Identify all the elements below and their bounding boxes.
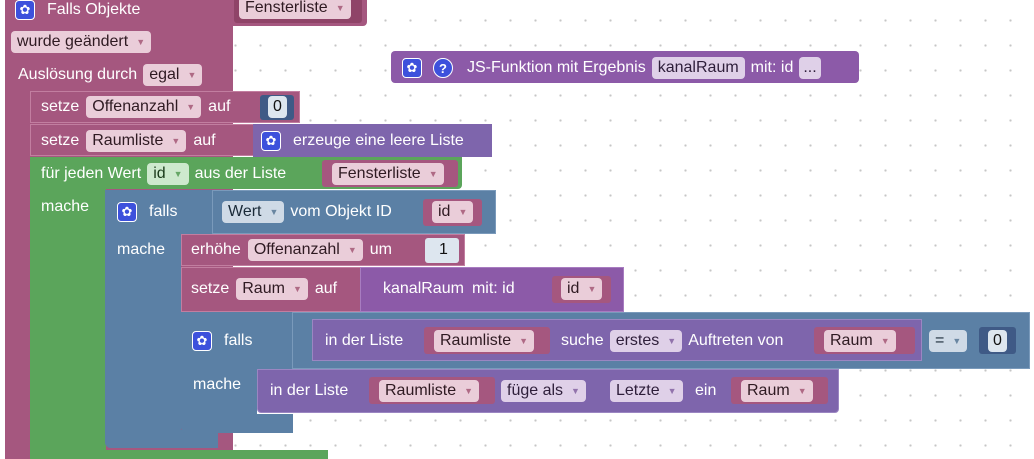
call-function-params: mit: id [471,280,515,297]
chevron-down-icon: ▼ [136,37,146,47]
foreach-list-dropdown[interactable]: Fensterliste▼ [332,163,444,185]
property-dropdown[interactable]: Wert▼ [222,201,285,223]
create-empty-list-label: erzeuge eine leere Liste [293,132,464,149]
gear-icon[interactable]: ✿ [192,331,212,351]
js-function-label: JS-Funktion mit Ergebnis [467,59,646,76]
chevron-down-icon: ▼ [269,207,279,217]
foreach-block[interactable] [30,157,106,459]
trigger-by-label: Auslösung durch [18,66,138,83]
increment-var-dropdown[interactable]: Offenanzahl▼ [247,239,363,261]
set-keyword: setze [41,98,80,115]
search-list-dropdown[interactable]: Raumliste▼ [434,330,535,352]
offenanzahl-value-input[interactable]: 0 [268,96,287,118]
chevron-down-icon: ▼ [187,70,197,80]
raumliste-var-dropdown[interactable]: Raumliste▼ [86,130,187,152]
to-keyword: auf [208,98,231,115]
if-block-footer [105,430,218,448]
gear-icon[interactable]: ✿ [15,0,35,20]
increment-value-input[interactable]: 1 [434,239,453,261]
increment-keyword: erhöhe [191,241,241,258]
foreach-from-label: aus der Liste [194,165,287,182]
object-id-dropdown[interactable]: id▼ [432,201,474,223]
chevron-down-icon: ▼ [667,386,677,396]
create-empty-list-block[interactable] [253,124,492,157]
chevron-down-icon: ▼ [587,284,597,294]
chevron-down-icon: ▼ [952,336,962,346]
insert-position-dropdown[interactable]: Letzte▼ [610,380,683,402]
trigger-object-list-dropdown[interactable]: Fensterliste▼ [239,0,351,19]
gear-icon[interactable]: ✿ [117,202,137,222]
if-do-label: mache [193,376,242,393]
in-list-label: in der Liste [325,332,404,349]
chevron-down-icon: ▼ [797,386,807,396]
insert-list-dropdown[interactable]: Raumliste▼ [379,380,480,402]
chevron-down-icon: ▼ [335,3,345,13]
to-keyword: auf [193,132,216,149]
if-inner-footer [181,414,293,433]
chevron-down-icon: ▼ [667,336,677,346]
search-label: suche [561,332,604,349]
chevron-down-icon: ▼ [880,336,890,346]
occurrence-label: Auftreten von [688,332,784,349]
compare-value-input[interactable]: 0 [988,330,1007,352]
increment-by-label: um [369,241,392,258]
chevron-down-icon: ▼ [571,386,580,396]
call-arg-dropdown[interactable]: id▼ [561,278,603,300]
if-keyword: falls [149,203,178,220]
insert-mode-dropdown[interactable]: füge als▼ [501,380,586,402]
gear-icon[interactable]: ✿ [261,131,281,151]
set-keyword: setze [41,132,80,149]
chevron-down-icon: ▼ [464,386,474,396]
raum-var-dropdown[interactable]: Raum▼ [236,278,308,300]
chevron-down-icon: ▼ [173,169,183,179]
trigger-by-dropdown[interactable]: egal▼ [143,64,203,86]
set-keyword: setze [191,280,230,297]
foreach-var-dropdown[interactable]: id▼ [147,163,189,185]
chevron-down-icon: ▼ [428,169,438,179]
trigger-title: Falls Objekte [47,1,141,18]
chevron-down-icon: ▼ [292,284,302,294]
of-object-label: vom Objekt ID [290,203,392,220]
js-function-params: mit: id [750,59,794,76]
insert-item-dropdown[interactable]: Raum▼ [741,380,813,402]
foreach-label: für jeden Wert [41,165,142,182]
help-icon[interactable]: ? [433,58,453,78]
insert-in-list-label: in der Liste [270,382,349,399]
if-keyword: falls [224,332,253,349]
occurrence-dropdown[interactable]: erstes▼ [609,330,683,352]
chevron-down-icon: ▼ [186,102,196,112]
foreach-do-label: mache [41,198,90,215]
foreach-footer [30,450,328,459]
chevron-down-icon: ▼ [171,136,181,146]
if-do-label: mache [117,241,166,258]
call-function-name: kanalRaum [383,280,464,297]
compare-operator-dropdown[interactable]: =▼ [929,330,968,352]
js-function-block[interactable] [391,51,859,83]
chevron-down-icon: ▼ [458,207,468,217]
gear-icon[interactable]: ✿ [402,58,422,78]
to-keyword: auf [314,280,338,297]
js-function-more-button[interactable]: ... [799,57,821,79]
js-function-name-field[interactable]: kanalRaum [651,57,745,79]
trigger-event-dropdown[interactable]: wurde geändert▼ [11,31,152,53]
chevron-down-icon: ▼ [347,245,357,255]
offenanzahl-var-dropdown[interactable]: Offenanzahl▼ [86,96,202,118]
chevron-down-icon: ▼ [519,336,529,346]
insert-suffix: ein [695,382,717,399]
search-item-dropdown[interactable]: Raum▼ [824,330,896,352]
